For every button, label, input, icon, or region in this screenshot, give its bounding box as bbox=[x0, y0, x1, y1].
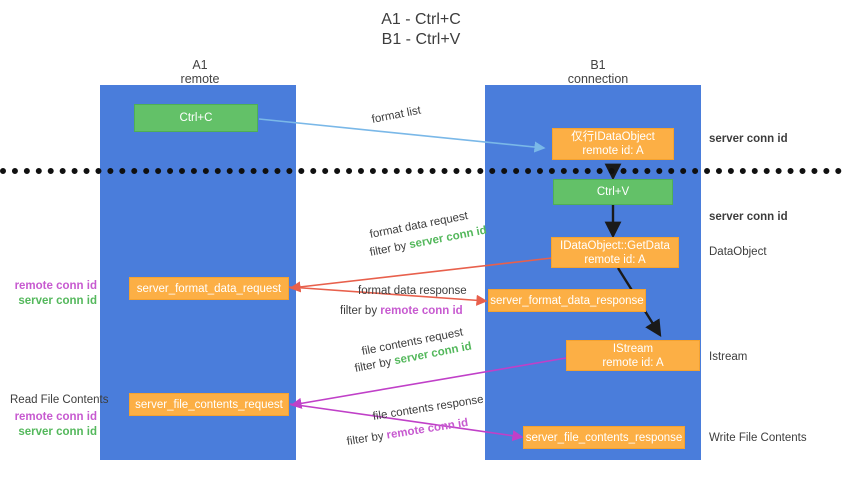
side-label-dataobject: DataObject bbox=[709, 245, 767, 260]
filter-by-text-1: filter by bbox=[368, 240, 408, 259]
left-stack-file-server: server conn id bbox=[18, 426, 97, 438]
node-idataobject-label: 仅行IDataObject bbox=[571, 131, 655, 143]
side-label-dataobject-text: DataObject bbox=[709, 246, 767, 258]
column-b1-name: B1 bbox=[590, 58, 606, 72]
left-stack-format-server: server conn id bbox=[18, 295, 97, 307]
node-ctrl-c: Ctrl+C bbox=[134, 104, 258, 132]
side-label-write-file-contents-text: Write File Contents bbox=[709, 432, 807, 444]
side-label-server-conn-id-mid-text: server conn id bbox=[709, 211, 788, 223]
column-a1-name: A1 bbox=[192, 58, 208, 72]
edge-label-format-data-response: format data response bbox=[358, 284, 467, 299]
left-stack-file-remote: remote conn id bbox=[14, 411, 97, 423]
side-label-write-file-contents: Write File Contents bbox=[709, 431, 807, 446]
side-label-istream-text: Istream bbox=[709, 351, 748, 363]
node-istream-label: IStream bbox=[612, 342, 654, 355]
node-server-file-contents-request: server_file_contents_request bbox=[129, 393, 289, 416]
side-label-server-conn-id-top: server conn id bbox=[709, 132, 788, 147]
title-line-2: B1 - Ctrl+V bbox=[381, 31, 461, 48]
node-istream: IStream remote id: A bbox=[566, 340, 700, 371]
filter-remote-conn-id-1: remote conn id bbox=[380, 305, 463, 317]
filter-by-text-3: filter by bbox=[353, 356, 393, 375]
node-getdata: IDataObject::GetData remote id: A bbox=[551, 237, 679, 268]
node-server-format-data-response: server_format_data_response bbox=[488, 289, 646, 312]
column-header-b1: B1 connection bbox=[533, 58, 663, 86]
edge-label-format-data-response-text: format data response bbox=[358, 285, 467, 297]
side-label-read-file-contents: Read File Contents bbox=[10, 393, 108, 408]
edge-label-format-list-text: format list bbox=[370, 104, 422, 126]
edge-label-format-list: format list bbox=[371, 104, 423, 128]
node-server-format-data-response-label: server_format_data_response bbox=[490, 294, 644, 307]
node-idataobject-sub: remote id: A bbox=[582, 145, 644, 157]
left-stack-file: remote conn id server conn id bbox=[0, 410, 97, 440]
node-ctrl-v-label: Ctrl+V bbox=[596, 186, 630, 198]
filter-by-text-4: filter by bbox=[345, 430, 385, 448]
node-ctrl-v: Ctrl+V bbox=[553, 179, 673, 205]
node-getdata-sub: remote id: A bbox=[584, 253, 646, 266]
title-line-1: A1 - Ctrl+C bbox=[381, 11, 461, 28]
edge-filter-format-data-response: filter by remote conn id bbox=[340, 304, 463, 319]
node-server-file-contents-response-label: server_file_contents_response bbox=[525, 431, 683, 444]
filter-by-text-2: filter by bbox=[340, 305, 378, 317]
divider-dashed-line bbox=[0, 168, 842, 174]
side-label-read-file-contents-text: Read File Contents bbox=[10, 394, 109, 406]
left-stack-format-remote: remote conn id bbox=[14, 280, 97, 292]
node-idataobject: 仅行IDataObject remote id: A bbox=[552, 128, 674, 160]
side-label-server-conn-id-mid: server conn id bbox=[709, 210, 788, 225]
column-header-a1: A1 remote bbox=[140, 58, 260, 86]
side-label-istream: Istream bbox=[709, 350, 747, 365]
node-server-format-data-request-label: server_format_data_request bbox=[136, 282, 282, 295]
node-server-file-contents-request-label: server_file_contents_request bbox=[135, 398, 283, 411]
side-label-server-conn-id-top-text: server conn id bbox=[709, 133, 788, 145]
node-ctrl-c-label: Ctrl+C bbox=[179, 112, 213, 124]
node-getdata-label: IDataObject::GetData bbox=[560, 239, 670, 252]
diagram-title: A1 - Ctrl+C B1 - Ctrl+V bbox=[0, 10, 842, 50]
node-server-format-data-request: server_format_data_request bbox=[129, 277, 289, 300]
left-stack-format: remote conn id server conn id bbox=[0, 279, 97, 309]
node-server-file-contents-response: server_file_contents_response bbox=[523, 426, 685, 449]
edge-filter-file-contents-response: filter by remote conn id bbox=[346, 416, 470, 450]
column-b1-role: connection bbox=[567, 72, 629, 86]
column-a1-role: remote bbox=[180, 72, 220, 86]
node-istream-sub: remote id: A bbox=[602, 356, 664, 369]
